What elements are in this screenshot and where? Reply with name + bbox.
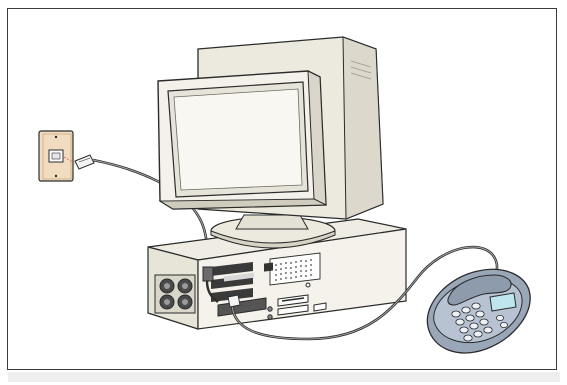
computer-monitor <box>158 37 383 248</box>
monitor-screen <box>174 89 302 190</box>
connection-diagram <box>8 9 557 370</box>
illustration-frame <box>7 8 557 370</box>
rj11-plug-icon <box>75 155 94 169</box>
desk-phone-icon <box>427 269 530 353</box>
phone-jack-icon <box>49 150 63 162</box>
power-supply <box>155 275 195 313</box>
wall-jack-plate <box>39 131 73 181</box>
frame-shadow <box>8 372 560 382</box>
vent-grille <box>270 253 320 285</box>
